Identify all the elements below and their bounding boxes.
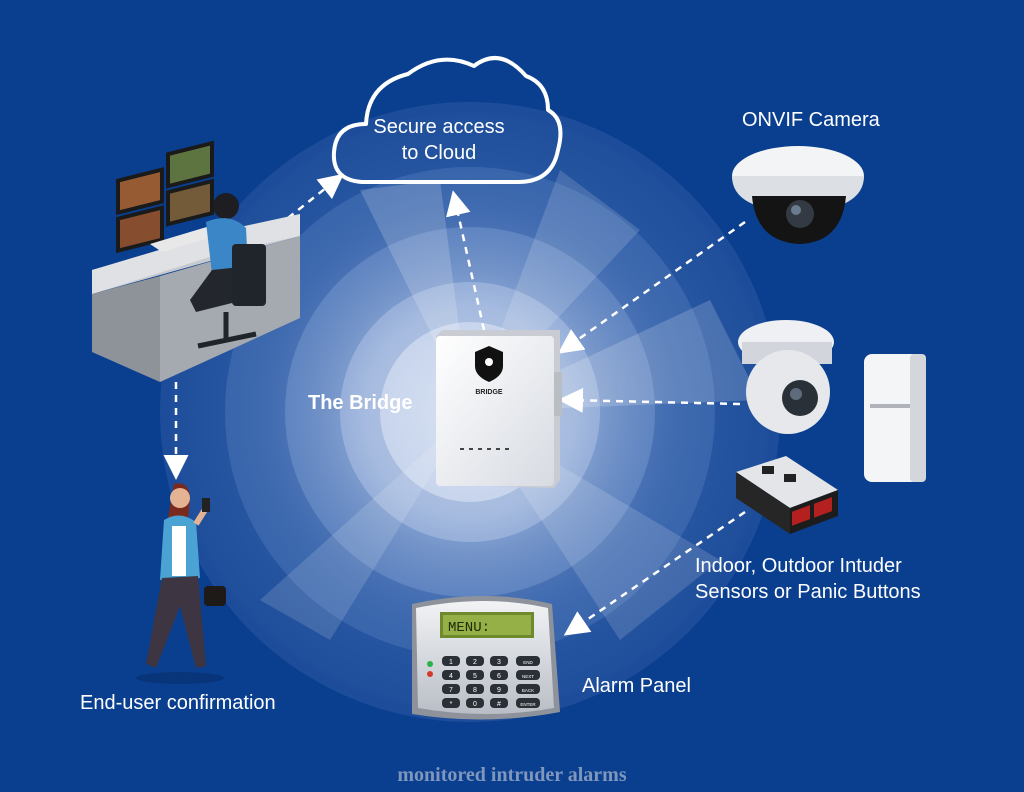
keypad-key-label: 5 [473,673,477,680]
keypad-key [466,684,484,694]
keypad-key-label: 0 [473,701,477,708]
keypad-key [516,670,540,680]
cloud-label: Secure access to Cloud [350,114,528,166]
sensors-label: Indoor, Outdoor Intuder Sensors or Panic… [695,553,921,605]
alarm-panel-label: Alarm Panel [582,675,691,697]
connection-arrows [163,173,746,636]
end-user-label: End-user confirmation [80,692,276,714]
light-ray [260,412,470,640]
keypad-key-label: 3 [497,659,501,666]
arrow-panic-to-panel [563,510,746,636]
cloud-icon [331,56,563,184]
sensors-label-line1: Indoor, Outdoor Intuder [695,555,902,577]
keypad-key-label: ENTER [520,702,536,707]
keypad-key-label: 7 [449,687,453,694]
keypad-key [466,698,484,708]
keypad-key-label: 9 [497,687,501,694]
alarm-panel-icon: MENU: 1 2 3 END 4 5 6 NEXT 7 8 9 BACK * 0 # ENTER [412,596,560,720]
end-user-icon [136,483,226,684]
keypad-key [516,698,540,708]
onvif-camera-icon [732,146,864,244]
keypad-key [442,684,460,694]
keypad-key [490,684,508,694]
panic-button-icon [736,456,838,534]
bridge-brand-text: BRIDGE [475,389,503,396]
ptz-camera-icon [738,320,834,434]
keypad-key-label: # [497,701,501,708]
keypad-key [516,656,540,666]
camera-label: ONVIF Camera [742,109,880,131]
arrow-camera-to-bridge [557,220,746,354]
keypad-key-label: * [450,701,453,708]
keypad-key-label: 1 [449,659,453,666]
keypad-key [466,670,484,680]
keypad-key [516,684,540,694]
keypad-key-label: END [523,660,533,665]
bridge-device-icon: BRIDGE [436,330,562,488]
caption: monitored intruder alarms [397,764,627,786]
keypad-key-label: 8 [473,687,477,694]
keypad-key-label: NEXT [522,674,534,679]
pir-sensor-icon [864,354,926,482]
arrow-sensors-to-bridge [558,387,741,413]
keypad-key [442,656,460,666]
keypad-key-label: 4 [449,673,453,680]
keypad-key [490,670,508,680]
cloud-label-line1: Secure access [373,116,505,138]
keypad-key [442,698,460,708]
keypad-key [466,656,484,666]
keypad-key [490,656,508,666]
arrow-operator-to-cloud [287,173,344,219]
keypad-key [442,670,460,680]
keypad-key-label: 2 [473,659,477,666]
operator-workstation-icon [92,140,300,382]
keypad-keys: 1 2 3 END 4 5 6 NEXT 7 8 9 BACK * 0 # ENTER [442,656,540,708]
keypad-display-text: MENU: [448,620,490,636]
cloud-label-line2: to Cloud [401,142,477,164]
arrow-bridge-to-cloud [446,190,486,331]
keypad-key-label: 6 [497,673,501,680]
keypad-key [490,698,508,708]
keypad-key-label: BACK [522,688,534,693]
sensors-label-line2: Sensors or Panic Buttons [695,581,921,603]
bridge-label: The Bridge [308,392,413,414]
